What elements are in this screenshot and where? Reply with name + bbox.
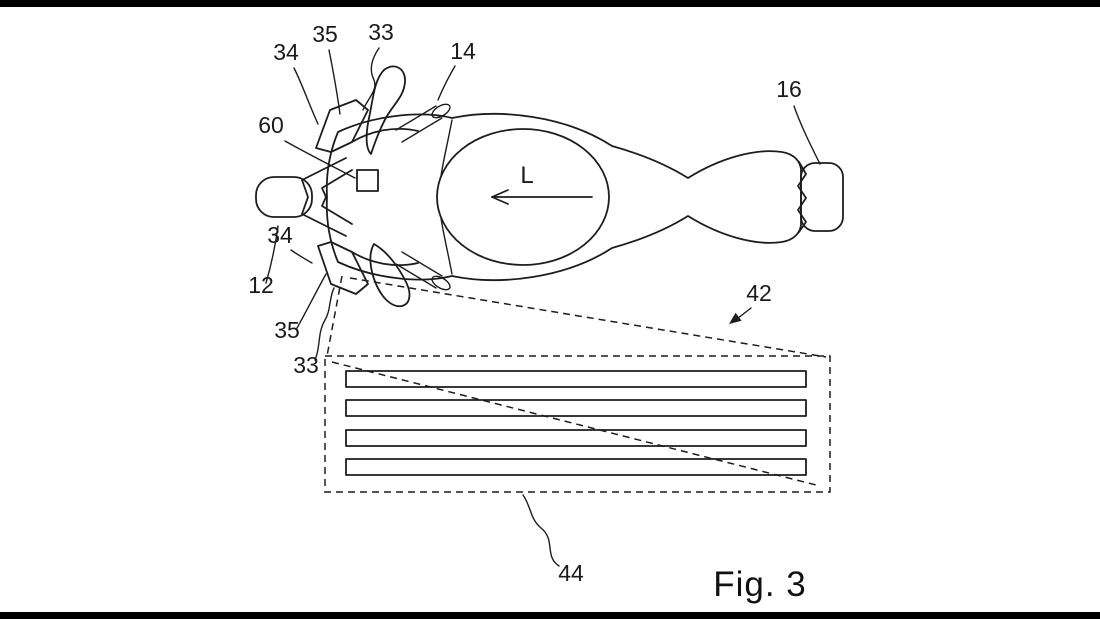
ref-label-60: 60 bbox=[258, 112, 284, 138]
mirror-upper bbox=[365, 65, 406, 155]
handlebar-line-lower-2 bbox=[401, 251, 443, 277]
front-wheel bbox=[255, 176, 313, 218]
rear-joint-zigzag bbox=[797, 161, 807, 233]
leader-44 bbox=[522, 494, 560, 567]
ref-label-33-bottom: 33 bbox=[293, 352, 319, 378]
ref-label-44: 44 bbox=[558, 560, 584, 586]
handlebar-line-upper-1 bbox=[395, 105, 437, 131]
ref-label-33-top: 33 bbox=[368, 19, 394, 45]
reference-numerals: 34 35 33 14 16 60 34 12 35 33 42 44 bbox=[248, 19, 802, 586]
motorcycle-top-view bbox=[255, 65, 844, 308]
ref-label-12: 12 bbox=[248, 272, 274, 298]
fin-slat-4 bbox=[345, 458, 807, 476]
leader-35-bottom bbox=[296, 273, 327, 329]
letterbox-bottom bbox=[0, 612, 1100, 619]
tank-crease-top bbox=[440, 119, 453, 177]
handlebar-line-lower-1 bbox=[395, 263, 437, 289]
ref-label-42: 42 bbox=[746, 280, 772, 306]
letterbox-top bbox=[0, 0, 1100, 7]
nose-chevron-outer bbox=[301, 157, 347, 237]
handlebar-grip-lower bbox=[431, 275, 451, 291]
windscreen-edge-top bbox=[351, 128, 419, 143]
fairing-panel-upper bbox=[315, 99, 369, 153]
handlebar-line-upper-2 bbox=[401, 117, 443, 143]
leader-12 bbox=[265, 225, 279, 284]
direction-arrow-head bbox=[491, 189, 509, 205]
leader-34-top bbox=[293, 67, 319, 125]
leader-33-top bbox=[362, 47, 380, 111]
fin-slat-1 bbox=[345, 370, 807, 388]
leader-34-left bbox=[290, 249, 313, 264]
sensor-marker-square bbox=[356, 169, 379, 192]
body-outline bbox=[325, 113, 802, 281]
handlebar-grip-upper bbox=[431, 103, 451, 119]
nose-chevron-inner bbox=[321, 169, 353, 225]
detail-box bbox=[324, 355, 831, 493]
leader-lines bbox=[265, 47, 821, 567]
fin-slat-2 bbox=[345, 399, 807, 417]
figure-caption: Fig. 3 bbox=[713, 565, 807, 604]
fairing-panel-lower bbox=[317, 241, 369, 295]
fin-slat-3 bbox=[345, 429, 807, 447]
tank-crease-bottom bbox=[440, 217, 453, 275]
mirror-lower bbox=[369, 243, 411, 308]
direction-label: L bbox=[520, 162, 533, 189]
ref-label-34-top: 34 bbox=[273, 39, 299, 65]
leader-16 bbox=[793, 105, 821, 165]
windscreen-edge-bottom bbox=[351, 251, 419, 266]
leader-60 bbox=[284, 140, 356, 179]
detail-view-group bbox=[324, 275, 831, 493]
leader-33-bottom bbox=[314, 287, 335, 361]
seat-outline bbox=[436, 128, 610, 266]
leader-14 bbox=[437, 65, 456, 101]
projection-diagonal bbox=[331, 361, 821, 487]
ref-label-35-bottom: 35 bbox=[274, 317, 300, 343]
leader-35-top bbox=[328, 49, 341, 115]
projection-line-left bbox=[326, 275, 343, 357]
ref-label-35-top: 35 bbox=[312, 21, 338, 47]
ref-label-14: 14 bbox=[450, 38, 476, 64]
rear-wheel bbox=[800, 162, 844, 232]
projection-line-right bbox=[349, 277, 827, 358]
ref-label-16: 16 bbox=[776, 76, 802, 102]
leader-42-arrow-head bbox=[729, 312, 742, 324]
ref-label-34-left: 34 bbox=[267, 222, 293, 248]
direction-arrow-group: L bbox=[491, 162, 593, 205]
